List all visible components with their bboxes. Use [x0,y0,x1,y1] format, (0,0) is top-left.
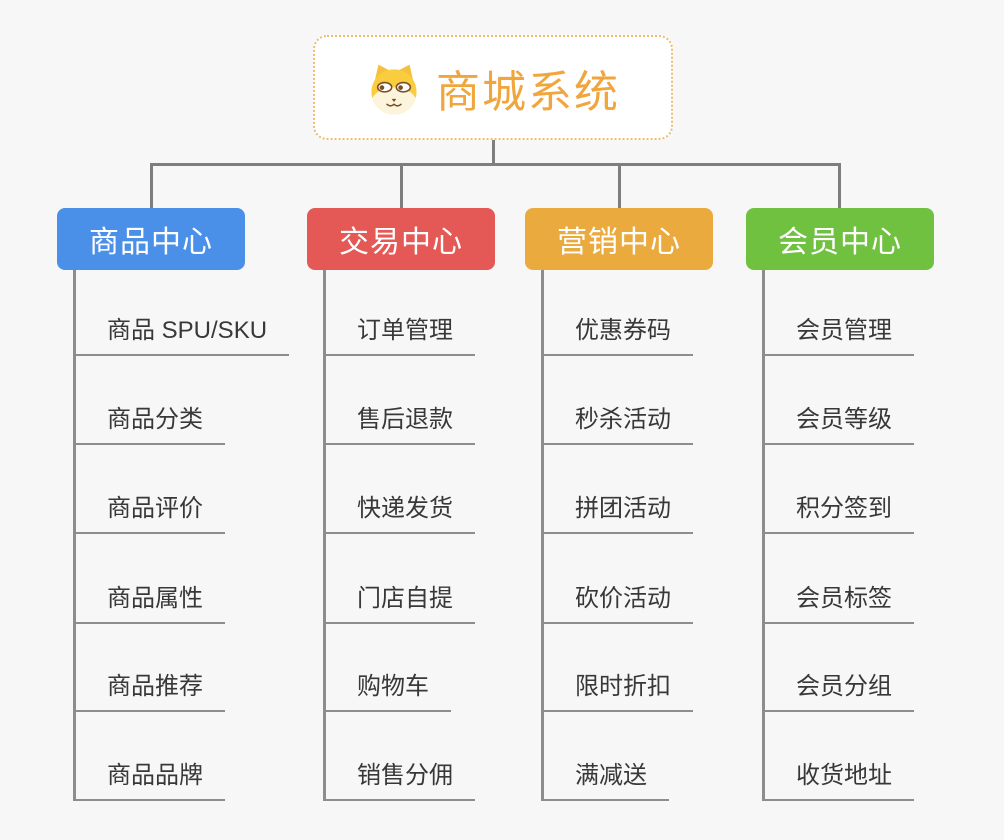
leaf-node[interactable]: 砍价活动 [541,584,693,624]
child-connector-line [323,270,326,801]
leaf-node[interactable]: 销售分佣 [323,761,475,801]
root-title: 商城系统 [436,67,620,117]
branch-label: 会员中心 [778,226,902,259]
branch-connector-drop [150,165,153,208]
leaf-node[interactable]: 会员等级 [762,405,914,445]
branch-connector-drop [618,165,621,208]
leaf-node[interactable]: 拼团活动 [541,494,693,534]
children-column-marketing: 优惠券码 秒杀活动 拼团活动 砍价活动 限时折扣 满减送 [525,270,785,805]
dog-face-icon [371,64,417,114]
child-connector-line [73,270,76,801]
children-column-product: 商品 SPU/SKU 商品分类 商品评价 商品属性 商品推荐 商品品牌 [57,270,317,805]
branch-connector-bar [150,163,841,166]
branch-node-product-center[interactable]: 商品中心 [57,208,245,270]
leaf-node[interactable]: 订单管理 [323,316,475,356]
leaf-node[interactable]: 限时折扣 [541,672,693,712]
leaf-node[interactable]: 售后退款 [323,405,475,445]
leaf-node[interactable]: 商品品牌 [73,761,225,801]
leaf-node[interactable]: 商品分类 [73,405,225,445]
child-connector-line [541,270,544,801]
leaf-node[interactable]: 积分签到 [762,494,914,534]
branch-label: 交易中心 [339,226,463,259]
child-connector-line [762,270,765,801]
leaf-node[interactable]: 商品属性 [73,584,225,624]
branch-node-marketing-center[interactable]: 营销中心 [525,208,713,270]
leaf-node[interactable]: 商品评价 [73,494,225,534]
branch-connector-drop [400,165,403,208]
children-column-trade: 订单管理 售后退款 快递发货 门店自提 购物车 销售分佣 [307,270,567,805]
leaf-node[interactable]: 会员分组 [762,672,914,712]
branch-node-member-center[interactable]: 会员中心 [746,208,934,270]
leaf-node[interactable]: 满减送 [541,761,669,801]
leaf-node[interactable]: 收货地址 [762,761,914,801]
leaf-node[interactable]: 会员标签 [762,584,914,624]
branch-connector-drop [838,165,841,208]
leaf-node[interactable]: 商品推荐 [73,672,225,712]
leaf-node[interactable]: 购物车 [323,672,451,712]
leaf-node[interactable]: 门店自提 [323,584,475,624]
branch-label: 商品中心 [89,226,213,259]
branch-label: 营销中心 [557,226,681,259]
children-column-member: 会员管理 会员等级 积分签到 会员标签 会员分组 收货地址 [746,270,1004,805]
branch-node-trade-center[interactable]: 交易中心 [307,208,495,270]
root-connector-stem [492,140,495,165]
leaf-node[interactable]: 会员管理 [762,316,914,356]
leaf-node[interactable]: 秒杀活动 [541,405,693,445]
root-node-mall-system[interactable]: 商城系统 [313,35,673,140]
leaf-node[interactable]: 快递发货 [323,494,475,534]
leaf-node[interactable]: 优惠券码 [541,316,693,356]
leaf-node[interactable]: 商品 SPU/SKU [73,316,290,356]
